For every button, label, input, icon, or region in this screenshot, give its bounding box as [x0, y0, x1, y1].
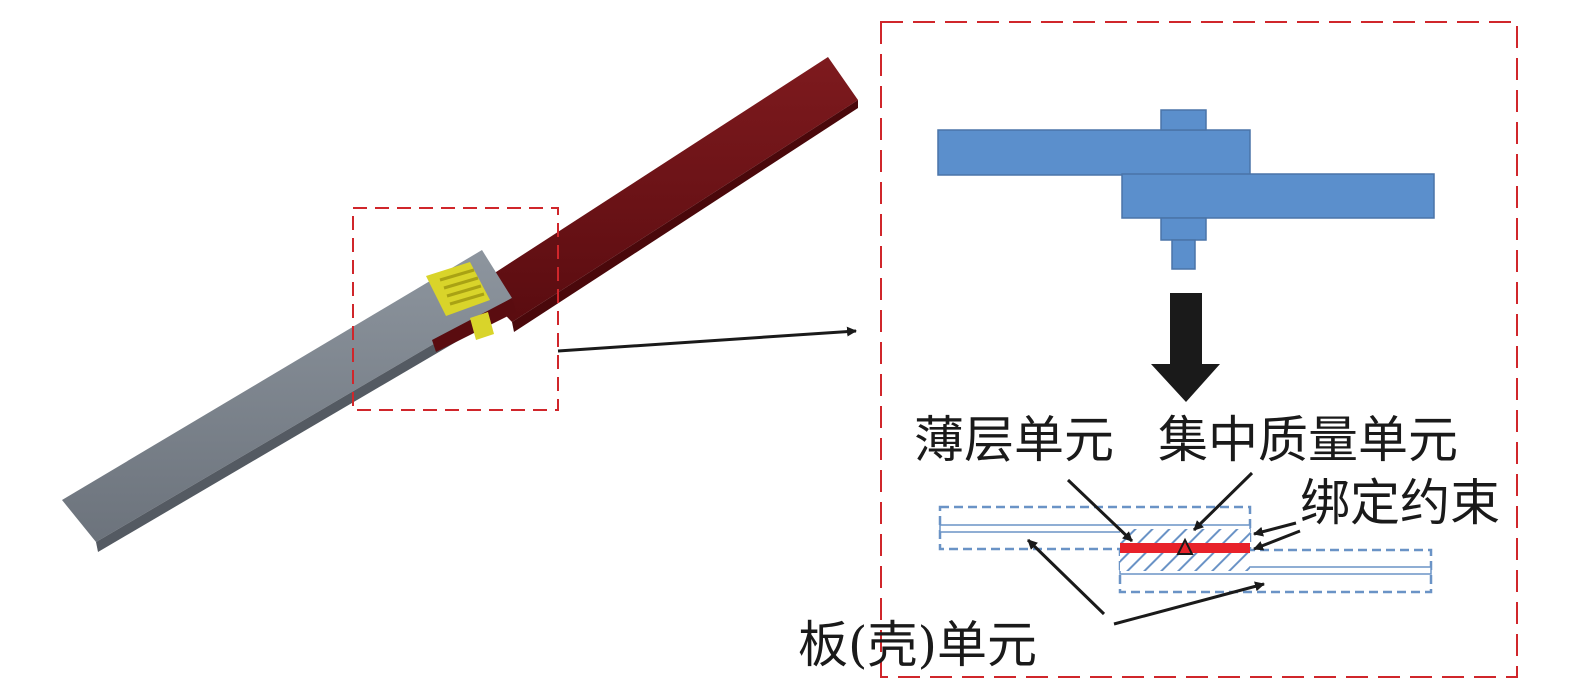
gray-plate: [62, 250, 512, 542]
arrow-tie-2: [1253, 529, 1301, 551]
bolt-head-section: [1160, 109, 1207, 131]
arrow-lumped-mass: [1192, 471, 1254, 532]
callout-arrows: [1026, 471, 1301, 626]
nut-section: [1160, 217, 1207, 241]
hatched-upper: [1120, 529, 1250, 543]
detail-box-small: [352, 207, 559, 411]
bolt-shank-section: [1171, 239, 1196, 270]
zoom-arrow: [557, 326, 857, 353]
label-plate-shell: 板(壳)单元: [798, 616, 1038, 674]
thin-layer-element: [1120, 543, 1250, 553]
lumped-mass-marker: [1176, 537, 1194, 555]
arrow-thin-layer: [1066, 478, 1134, 543]
bolted-joint-section: [937, 109, 1435, 270]
label-thin-layer: 薄层单元: [914, 411, 1114, 469]
arrow-shell-1: [1026, 538, 1106, 616]
bolt-head-icon: [426, 262, 490, 316]
bolt-nut-icon: [470, 312, 494, 340]
upper-plate-section: [937, 129, 1251, 176]
gray-plate-edge: [96, 298, 514, 552]
lower-shell-outline: [1118, 548, 1433, 594]
label-tie-constraint: 绑定约束: [1300, 474, 1500, 532]
lap-joint-3d-model: [62, 57, 858, 552]
hatched-lower: [1120, 553, 1250, 571]
label-lumped-mass: 集中质量单元: [1158, 411, 1458, 469]
lower-plate-section: [1121, 173, 1435, 219]
detail-box-large: [880, 21, 1518, 678]
transform-arrow-icon: [1151, 293, 1220, 402]
arrow-tie-1: [1253, 521, 1297, 537]
upper-shell-midsurface: [939, 524, 1251, 533]
red-plate-edge: [512, 100, 858, 332]
arrow-shell-2: [1113, 581, 1265, 626]
red-plate: [476, 57, 858, 322]
